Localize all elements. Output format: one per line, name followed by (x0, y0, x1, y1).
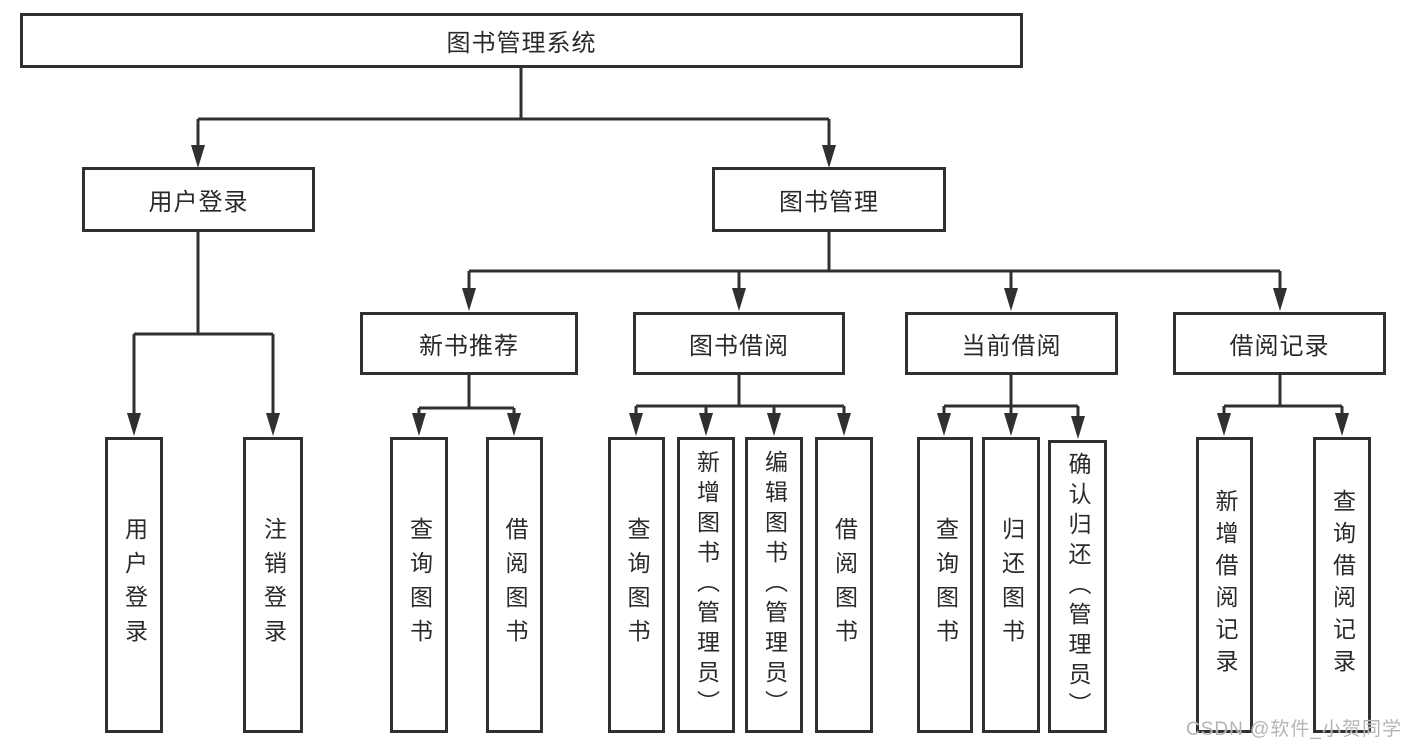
node-label: 借阅记录 (1229, 333, 1330, 360)
node-label: 归还图书 (998, 517, 1025, 653)
connector-line (132, 232, 275, 418)
arrowhead-icon (507, 413, 521, 436)
arrowhead-icon (1071, 416, 1085, 439)
node-current-borrowing: 当前借阅 (905, 312, 1118, 375)
leaf-user-login: 用户登录 (105, 437, 163, 733)
node-label: 查询图书 (624, 517, 650, 653)
node-label: 用户登录 (121, 517, 148, 653)
node-label: 查询借阅记录 (1329, 489, 1356, 681)
leaf-query-books-borrowing: 查询图书 (608, 437, 665, 733)
leaf-confirm-return-admin: 确认归还（管理员） (1048, 440, 1107, 733)
node-book-borrowing: 图书借阅 (633, 312, 845, 375)
arrowhead-icon (822, 145, 836, 168)
leaf-edit-books-admin: 编辑图书（管理员） (745, 437, 803, 733)
arrowhead-icon (1004, 413, 1018, 436)
leaf-query-borrow-record: 查询借阅记录 (1313, 437, 1371, 733)
leaf-borrow-books: 借阅图书 (815, 437, 873, 733)
node-user-login: 用户登录 (82, 167, 315, 232)
connector-line (1222, 375, 1344, 418)
arrowhead-icon (1217, 413, 1231, 436)
node-label: 借阅图书 (502, 517, 528, 653)
arrowhead-icon (699, 413, 713, 436)
node-label: 新增借阅记录 (1212, 489, 1238, 681)
leaf-return-books: 归还图书 (982, 437, 1040, 733)
arrowhead-icon (191, 145, 205, 168)
leaf-add-books-admin: 新增图书（管理员） (677, 437, 735, 733)
arrowhead-icon (127, 413, 141, 436)
arrowhead-icon (412, 413, 426, 436)
node-label: 查询图书 (406, 517, 433, 653)
node-label: 当前借阅 (961, 333, 1062, 360)
arrowhead-icon (767, 413, 781, 436)
node-book-management: 图书管理 (712, 167, 946, 232)
node-label: 注销登录 (260, 517, 287, 653)
arrowhead-icon (837, 413, 851, 436)
node-borrowing-records: 借阅记录 (1173, 312, 1386, 375)
arrowhead-icon (1004, 288, 1018, 311)
arrowhead-icon (266, 413, 280, 436)
leaf-logout: 注销登录 (243, 437, 303, 733)
leaf-borrow-books-recommend: 借阅图书 (486, 437, 543, 733)
node-label: 借阅图书 (831, 517, 858, 653)
arrowhead-icon (937, 413, 951, 436)
leaf-add-borrow-record: 新增借阅记录 (1196, 437, 1253, 733)
arrowhead-icon (629, 413, 643, 436)
arrowhead-icon (462, 288, 476, 311)
node-label: 图书借阅 (689, 333, 789, 360)
node-label: 图书管理 (779, 189, 879, 216)
node-label: 确认归还（管理员） (1065, 451, 1091, 722)
node-label: 新增图书（管理员） (693, 450, 720, 720)
connector-line (467, 232, 1282, 293)
arrowhead-icon (1335, 413, 1349, 436)
arrowhead-icon (732, 288, 746, 311)
connector-line (942, 375, 1080, 420)
node-label: 用户登录 (148, 189, 249, 216)
node-new-book-recommendation: 新书推荐 (360, 312, 578, 375)
leaf-query-books-recommend: 查询图书 (390, 437, 448, 733)
connector-line (417, 375, 516, 418)
node-label: 查询图书 (932, 517, 959, 653)
leaf-query-books-current: 查询图书 (917, 437, 973, 733)
node-label: 新书推荐 (419, 333, 519, 360)
csdn-watermark: CSDN @软件_小贺同学 (1186, 719, 1402, 740)
arrowhead-icon (1273, 288, 1287, 311)
connector-line (196, 68, 831, 150)
node-label: 编辑图书（管理员） (761, 450, 788, 720)
node-label: 图书管理系统 (446, 30, 597, 57)
connector-line (634, 375, 846, 418)
node-library-management-system: 图书管理系统 (20, 13, 1023, 68)
